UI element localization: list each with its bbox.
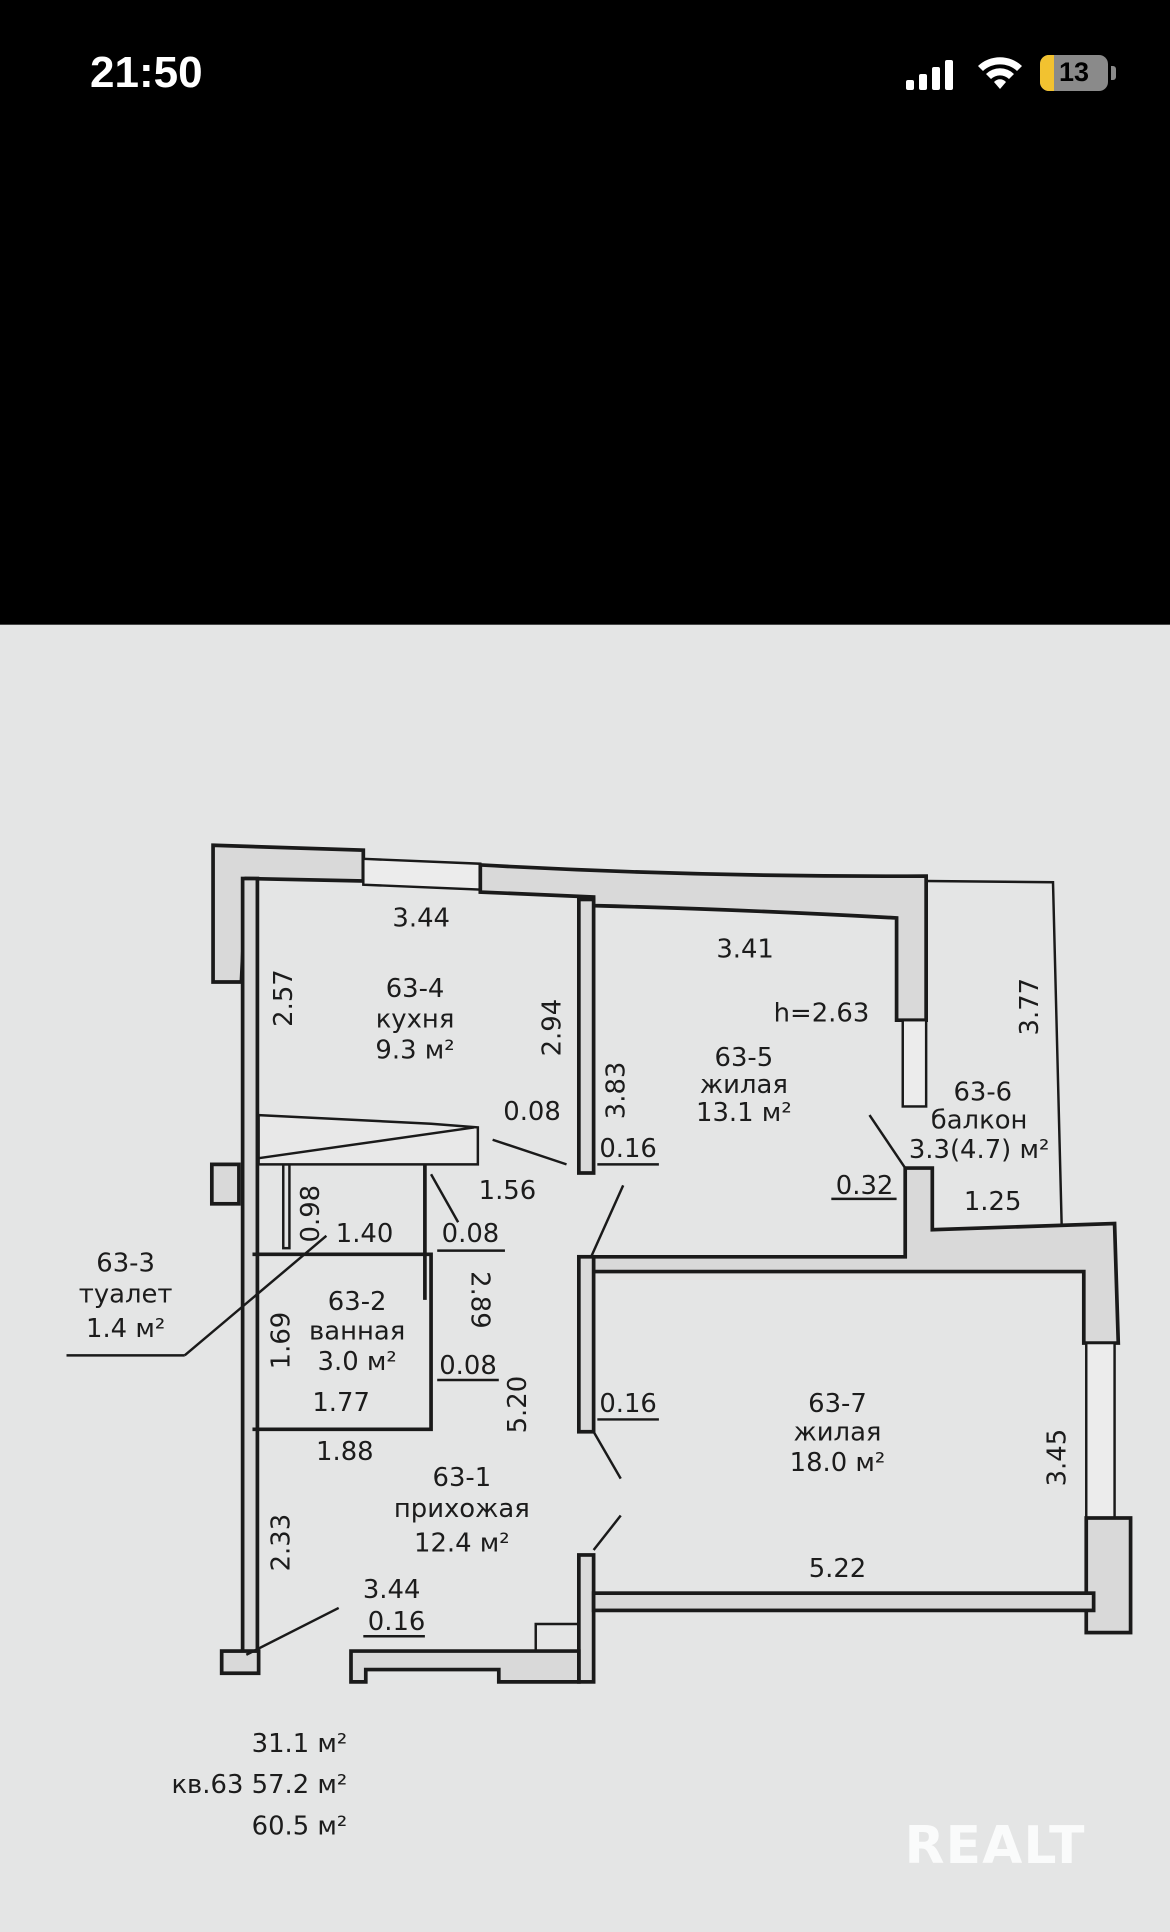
battery-cap (1111, 66, 1116, 80)
room-name: жилая (793, 1417, 881, 1447)
dim-toilet-h: 0.98 (296, 1185, 326, 1243)
dim-wall-f: 0.16 (599, 1389, 657, 1419)
dim-kitchen-left: 2.57 (269, 969, 299, 1027)
dim-living5-left: 3.83 (601, 1062, 631, 1120)
dim-hall-1: 1.56 (479, 1176, 537, 1206)
room-id: 63-2 (328, 1287, 387, 1317)
dim-balcony-height: 3.77 (1015, 978, 1045, 1036)
room-name: кухня (376, 1005, 455, 1035)
dimension-labels: 3.44 3.41 2.57 2.94 3.83 h=2.63 3.77 0.0… (266, 904, 1072, 1638)
room-area: 18.0 м² (790, 1448, 886, 1478)
dim-hall-len: 5.20 (503, 1376, 533, 1434)
dim-living7-w: 5.22 (809, 1554, 867, 1584)
battery-level: 13 (1058, 57, 1090, 87)
room-area: 9.3 м² (375, 1035, 454, 1065)
room-area: 12.4 м² (414, 1528, 510, 1558)
battery-icon: 13 (1040, 55, 1108, 91)
dim-bath-h: 1.69 (266, 1312, 296, 1370)
dim-wall-c: 0.32 (836, 1171, 894, 1201)
room-name: балкон (931, 1106, 1028, 1136)
dim-hall-w: 1.88 (316, 1437, 374, 1467)
room-id: 63-5 (715, 1043, 774, 1073)
room-id: 63-4 (386, 974, 445, 1004)
area-totals: 31.1 м² кв.63 57.2 м² 60.5 м² (171, 1729, 347, 1842)
cellular-signal-icon (906, 58, 953, 90)
room-id: 63-1 (432, 1463, 491, 1493)
dim-entry-wall: 0.16 (368, 1607, 426, 1637)
walls (66, 843, 1133, 1684)
room-id: 63-3 (96, 1249, 155, 1279)
dim-balcony-width: 1.25 (964, 1187, 1022, 1217)
room-name: жилая (700, 1070, 788, 1100)
room-area: 3.0 м² (318, 1347, 397, 1377)
dim-wall-b: 0.16 (599, 1134, 657, 1164)
room-id: 63-6 (953, 1077, 1012, 1107)
wifi-icon (978, 57, 1022, 89)
total-area: 60.5 м² (252, 1812, 348, 1842)
room-name: прихожая (394, 1494, 530, 1524)
room-area: 13.1 м² (696, 1098, 792, 1128)
dim-wall-e: 0.08 (439, 1351, 497, 1381)
room-area: 3.3(4.7) м² (909, 1135, 1049, 1165)
dim-wall-a: 0.08 (503, 1097, 561, 1127)
dim-toilet-w: 1.40 (336, 1219, 394, 1249)
realt-watermark: REALT (905, 1816, 1086, 1876)
dim-bath-diag: 2.89 (465, 1271, 495, 1329)
room-id: 63-7 (808, 1389, 867, 1419)
total-apartment: кв.63 57.2 м² (171, 1770, 347, 1800)
room-labels: 63-4 кухня 9.3 м² 63-5 жилая 13.1 м² 63-… (79, 974, 1050, 1558)
room-name: ванная (309, 1316, 405, 1346)
room-name: туалет (79, 1279, 173, 1309)
room-area: 1.4 м² (86, 1314, 165, 1344)
dim-living5-width: 3.41 (716, 934, 774, 964)
dim-living7-h: 3.45 (1042, 1429, 1072, 1487)
status-time: 21:50 (90, 48, 203, 97)
dim-kitchen-width: 3.44 (392, 904, 450, 934)
ceiling-height: h=2.63 (774, 998, 870, 1028)
dim-entry-w: 3.44 (363, 1575, 421, 1605)
dim-wall-d: 0.08 (442, 1219, 500, 1249)
dim-hall-left: 2.33 (266, 1514, 296, 1572)
dim-bath-w: 1.77 (312, 1388, 370, 1418)
total-living: 31.1 м² (252, 1729, 348, 1759)
dim-kitchen-right: 2.94 (537, 999, 567, 1057)
